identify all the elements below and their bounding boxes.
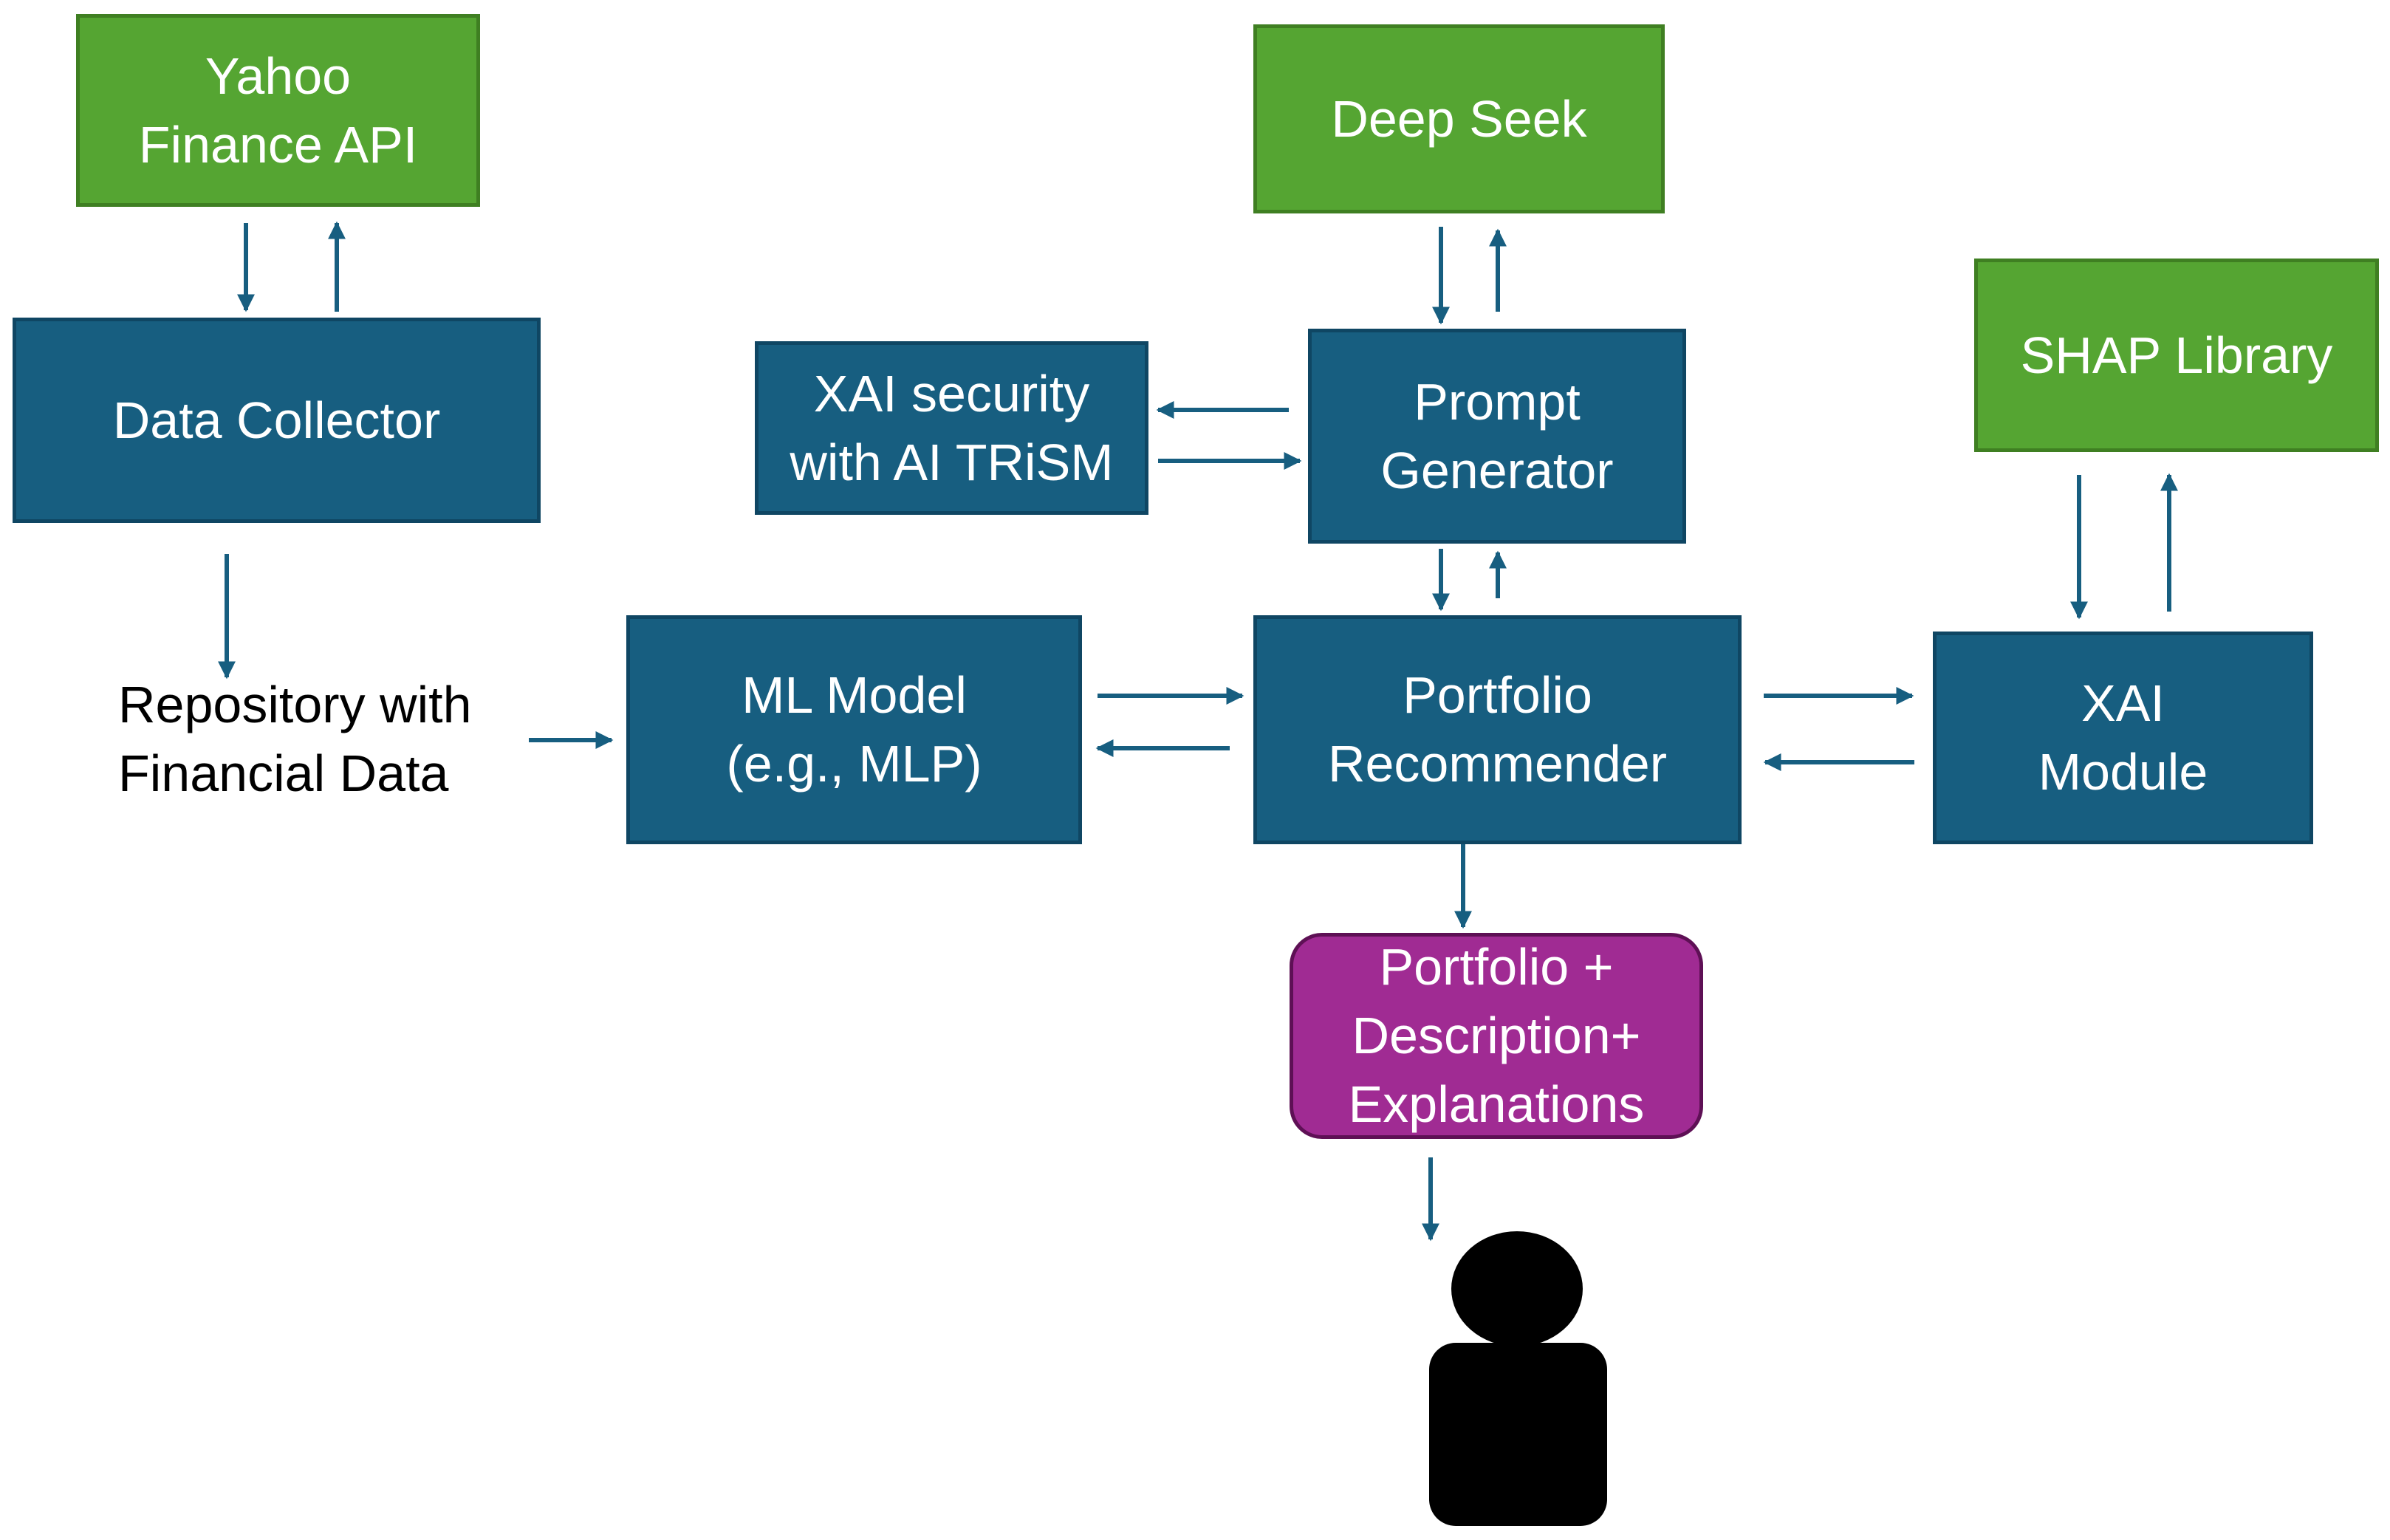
xai-module-line2: Module xyxy=(2038,743,2208,801)
person-body xyxy=(1429,1343,1607,1526)
shap-library-label: SHAP Library xyxy=(2020,326,2333,384)
output-line2: Description+ xyxy=(1352,1007,1641,1064)
repository-line1: Repository with xyxy=(118,676,472,733)
portfolio-recommender-line1: Portfolio xyxy=(1403,666,1592,724)
repository-line2: Financial Data xyxy=(118,745,449,802)
person-icon xyxy=(1429,1231,1607,1526)
prompt-generator-box: Prompt Generator xyxy=(1308,329,1686,544)
repository-label: Repository with Financial Data xyxy=(118,671,472,808)
xai-module-box: XAI Module xyxy=(1933,632,2313,844)
yahoo-finance-api-line1: Yahoo xyxy=(205,47,352,105)
xai-security-line2: with AI TRiSM xyxy=(790,433,1114,491)
person-head xyxy=(1451,1231,1583,1346)
portfolio-recommender-box: Portfolio Recommender xyxy=(1253,615,1742,844)
output-line1: Portfolio + xyxy=(1379,938,1614,996)
data-collector-box: Data Collector xyxy=(13,318,541,523)
xai-security-box: XAI security with AI TRiSM xyxy=(755,341,1148,515)
deep-seek-label: Deep Seek xyxy=(1331,89,1587,148)
prompt-generator-line1: Prompt xyxy=(1414,372,1581,431)
portfolio-recommender-line2: Recommender xyxy=(1327,735,1668,793)
shap-library-box: SHAP Library xyxy=(1974,259,2379,452)
xai-security-line1: XAI security xyxy=(813,364,1090,422)
prompt-generator-line2: Generator xyxy=(1380,441,1614,499)
ml-model-box: ML Model (e.g., MLP) xyxy=(626,615,1082,844)
xai-module-line1: XAI xyxy=(2081,674,2165,732)
data-collector-label: Data Collector xyxy=(112,391,441,449)
deep-seek-box: Deep Seek xyxy=(1253,24,1665,213)
yahoo-finance-api-line2: Finance API xyxy=(138,115,418,174)
output-line3: Explanations xyxy=(1348,1075,1645,1133)
yahoo-finance-api-box: Yahoo Finance API xyxy=(76,14,480,207)
ml-model-line2: (e.g., MLP) xyxy=(726,735,982,793)
output-box: Portfolio + Description+ Explanations xyxy=(1290,933,1703,1139)
ml-model-line1: ML Model xyxy=(742,666,967,724)
